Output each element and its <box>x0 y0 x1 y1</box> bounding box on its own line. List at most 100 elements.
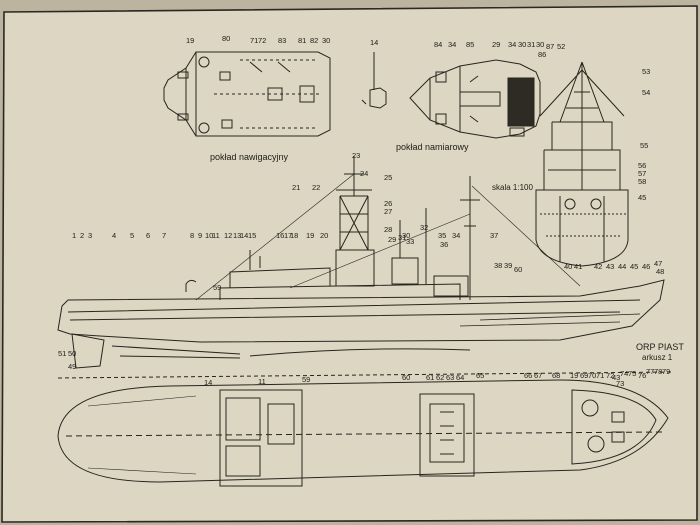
part-number-label: 12 <box>224 231 232 240</box>
part-number-label: 19 <box>306 231 314 240</box>
part-number-label: 77 <box>646 367 654 376</box>
part-number-label: 57 <box>638 169 646 178</box>
part-number-label: 71 <box>250 36 258 45</box>
part-number-label: 59 <box>302 375 310 384</box>
part-number-label: 58 <box>638 177 646 186</box>
part-number-label: 28 <box>384 225 392 234</box>
part-number-label: 59 <box>213 283 221 292</box>
part-number-label: 49 <box>68 362 76 371</box>
part-number-label: 65 <box>476 371 484 380</box>
part-number-label: 43 <box>612 373 620 382</box>
part-number-label: 22 <box>312 183 320 192</box>
part-number-label: 31 <box>398 233 406 242</box>
part-number-label: 2 <box>80 231 84 240</box>
part-number-label: 4 <box>112 231 116 240</box>
part-number-label: 19 <box>186 36 194 45</box>
part-number-label: 72 <box>606 371 614 380</box>
part-number-label: 15 <box>248 231 256 240</box>
part-number-label: 78 <box>654 367 662 376</box>
part-number-label: 29 <box>388 235 396 244</box>
part-number-label: 47 <box>654 259 662 268</box>
part-number-label: 17 <box>284 231 292 240</box>
part-number-label: 60 <box>402 373 410 382</box>
part-number-label: 8 <box>190 231 194 240</box>
ship-name-caption: ORP PIAST <box>636 342 684 352</box>
part-number-label: 81 <box>298 36 306 45</box>
part-number-label: 48 <box>656 267 664 276</box>
paper-sheet <box>1 5 698 523</box>
part-number-label: 41 <box>574 262 582 271</box>
part-number-label: 14 <box>204 378 212 387</box>
part-number-label: 55 <box>640 141 648 150</box>
part-number-label: 86 <box>538 50 546 59</box>
part-number-label: 56 <box>638 161 646 170</box>
part-number-label: 85 <box>466 40 474 49</box>
part-number-label: 5 <box>130 231 134 240</box>
part-number-label: 52 <box>557 42 565 51</box>
part-number-label: 20 <box>320 231 328 240</box>
part-number-label: 51 <box>58 349 66 358</box>
part-number-label: 14 <box>370 38 378 47</box>
part-number-label: 32 <box>420 223 428 232</box>
part-number-label: 33 <box>406 237 414 246</box>
part-number-label: 21 <box>292 183 300 192</box>
part-number-label: 62 <box>436 373 444 382</box>
part-number-label: 45 <box>638 193 646 202</box>
part-number-label: 37 <box>490 231 498 240</box>
part-number-label: 11 <box>212 231 220 240</box>
scale-caption: skala 1:100 <box>492 183 533 192</box>
part-number-label: 3 <box>88 231 92 240</box>
part-number-label: 63 <box>446 373 454 382</box>
part-number-label: 44 <box>618 262 626 271</box>
bearing-deck-caption: pokład namiarowy <box>396 142 469 152</box>
part-number-label: 1 <box>72 231 76 240</box>
part-number-label: 43 <box>606 262 614 271</box>
navigation-deck-plan <box>163 51 331 137</box>
part-number-label: 45 <box>630 262 638 271</box>
part-number-label: 75 <box>628 369 636 378</box>
part-number-label: 82 <box>310 36 318 45</box>
separator-line <box>57 371 673 379</box>
part-number-label: 38 <box>494 261 502 270</box>
part-number-label: 30 <box>322 36 330 45</box>
bearing-deck-plan <box>409 59 541 139</box>
part-number-label: 72 <box>258 36 266 45</box>
part-number-label: 87 <box>546 42 554 51</box>
part-number-label: 26 <box>384 199 392 208</box>
part-number-label: 74 <box>620 369 628 378</box>
part-number-label: 68 <box>552 371 560 380</box>
part-number-label: 24 <box>360 169 368 178</box>
part-number-label: 34 <box>448 40 456 49</box>
sheet-caption: arkusz 1 <box>642 353 673 362</box>
part-number-label: 25 <box>384 173 392 182</box>
part-number-label: 31 <box>527 40 535 49</box>
part-number-label: 27 <box>384 207 392 216</box>
part-number-label: 34 <box>452 231 460 240</box>
part-number-label: 67 <box>534 371 542 380</box>
part-number-label: 13 <box>233 231 241 240</box>
part-number-label: 69 <box>580 371 588 380</box>
plan-view <box>57 379 669 487</box>
part-number-label: 79 <box>662 367 670 376</box>
part-number-label: 66 <box>524 371 532 380</box>
part-number-label: 16 <box>276 231 284 240</box>
part-number-label: 39 <box>504 261 512 270</box>
part-number-label: 30 <box>518 40 526 49</box>
part-number-label: 83 <box>278 36 286 45</box>
part-number-label: 30 <box>402 231 410 240</box>
part-number-label: 54 <box>642 88 650 97</box>
part-number-label: 7 <box>162 231 166 240</box>
part-number-label: 50 <box>68 349 76 358</box>
part-number-label: 29 <box>492 40 500 49</box>
part-number-label: 46 <box>642 262 650 271</box>
part-number-label: 6 <box>146 231 150 240</box>
part-number-label: 71 <box>596 371 604 380</box>
part-number-label: 64 <box>456 373 464 382</box>
part-number-label: 36 <box>440 240 448 249</box>
part-number-label: 14 <box>240 231 248 240</box>
mast-top-detail <box>361 52 387 109</box>
part-number-label: 18 <box>290 231 298 240</box>
navigation-deck-caption: pokład nawigacyjny <box>210 152 289 162</box>
